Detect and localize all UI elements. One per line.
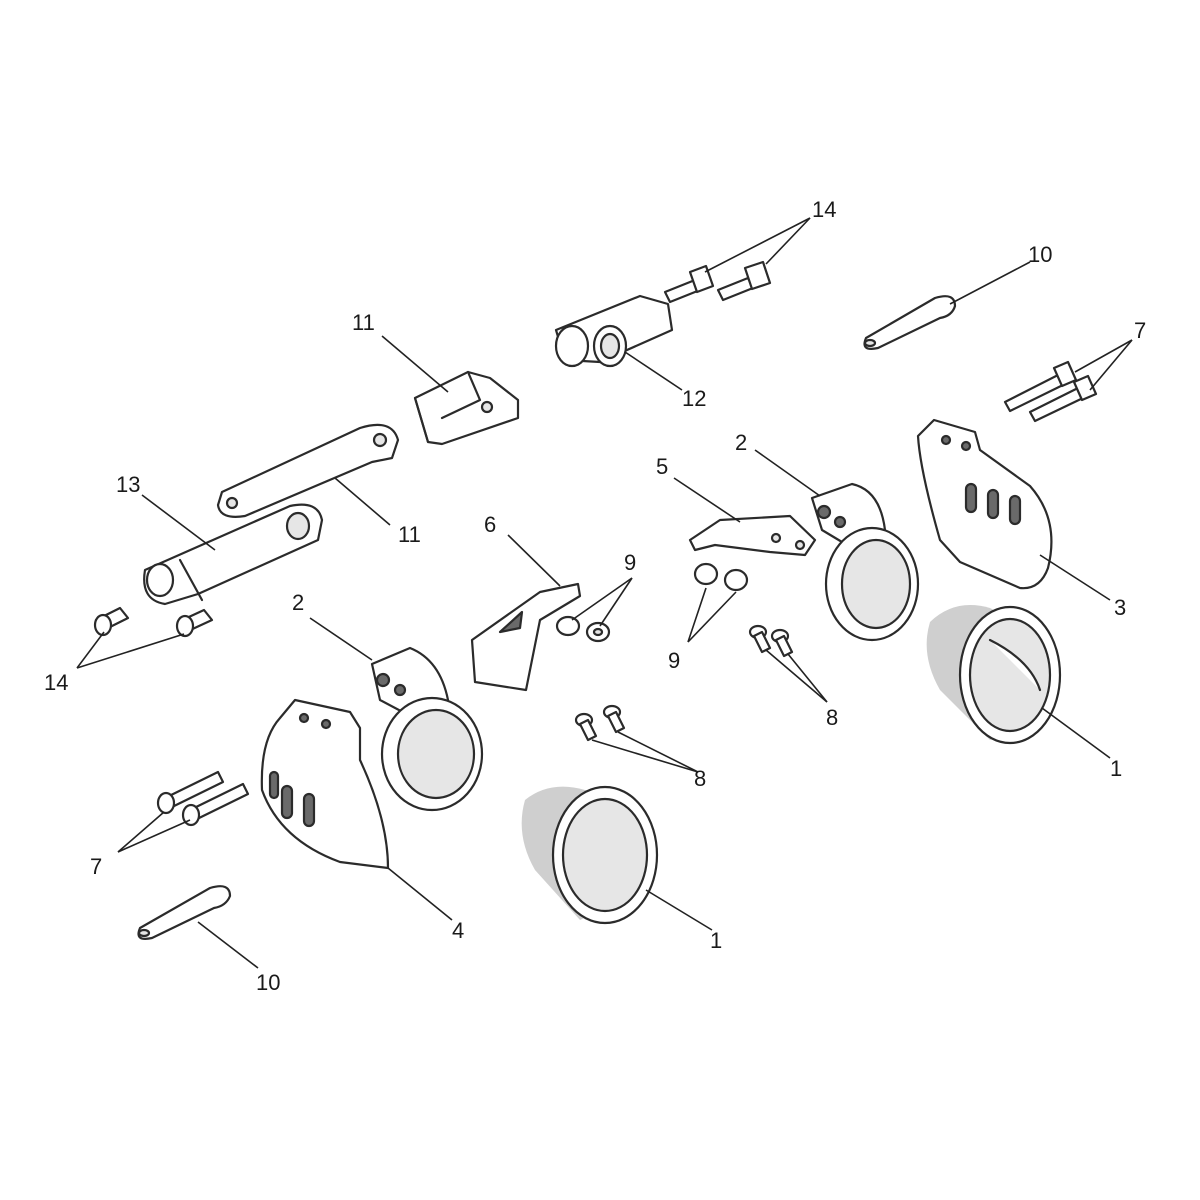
callout-7-right: 7 — [1134, 318, 1146, 343]
bracket-part-6 — [470, 582, 582, 692]
screws-part-8-right — [748, 624, 794, 658]
bolt-part-14-top — [663, 260, 772, 304]
long-bolts-part-7-right — [1003, 360, 1098, 423]
nuts-part-9-left — [555, 615, 611, 643]
callout-2-right: 2 — [735, 430, 747, 455]
callout-10-bottom: 10 — [256, 970, 280, 995]
callout-2-left: 2 — [292, 590, 304, 615]
callout-14-top: 14 — [812, 197, 836, 222]
callout-9-upper: 9 — [624, 550, 636, 575]
ring-bracket-part-2-left — [370, 646, 484, 812]
callout-labels: 14 10 7 11 12 11 13 6 5 2 3 9 9 8 1 14 2… — [44, 197, 1146, 995]
callout-12: 12 — [682, 386, 706, 411]
callout-4: 4 — [452, 918, 464, 943]
callout-13: 13 — [116, 472, 140, 497]
callout-11-upper: 11 — [352, 310, 375, 335]
lamp-cover-part-4 — [260, 698, 390, 870]
callout-14-left: 14 — [44, 670, 68, 695]
callout-9-lower: 9 — [668, 648, 680, 673]
callout-1-left: 1 — [710, 928, 722, 953]
lamp-cover-part-3 — [916, 418, 1053, 590]
pin-part-10-top — [863, 295, 957, 350]
callout-8-right: 8 — [826, 705, 838, 730]
bracket-part-5 — [688, 514, 817, 557]
leader-lines — [76, 217, 1133, 969]
callout-5: 5 — [656, 454, 668, 479]
nuts-part-9-right — [693, 562, 749, 592]
long-bolts-part-7-left — [156, 770, 250, 827]
callout-7-left: 7 — [90, 854, 102, 879]
ring-bracket-part-2-right — [810, 482, 920, 642]
bar-mount-part-13 — [143, 503, 324, 606]
bolt-part-14-left — [93, 606, 214, 638]
screws-part-8-left — [574, 704, 626, 742]
callout-6: 6 — [484, 512, 496, 537]
callout-3: 3 — [1114, 595, 1126, 620]
pin-part-10-bottom — [137, 885, 232, 940]
callout-1-right: 1 — [1110, 756, 1122, 781]
headlamp-part-1-right — [926, 605, 1062, 745]
headlamp-part-1-left — [521, 785, 659, 925]
callout-10-top: 10 — [1028, 242, 1052, 267]
bracket-part-11-upper — [413, 370, 520, 446]
callout-11-lower: 11 — [398, 522, 421, 547]
split-clamp-part-12 — [554, 294, 674, 368]
strap-part-11-lower — [216, 423, 400, 518]
callout-8-left: 8 — [694, 766, 706, 791]
